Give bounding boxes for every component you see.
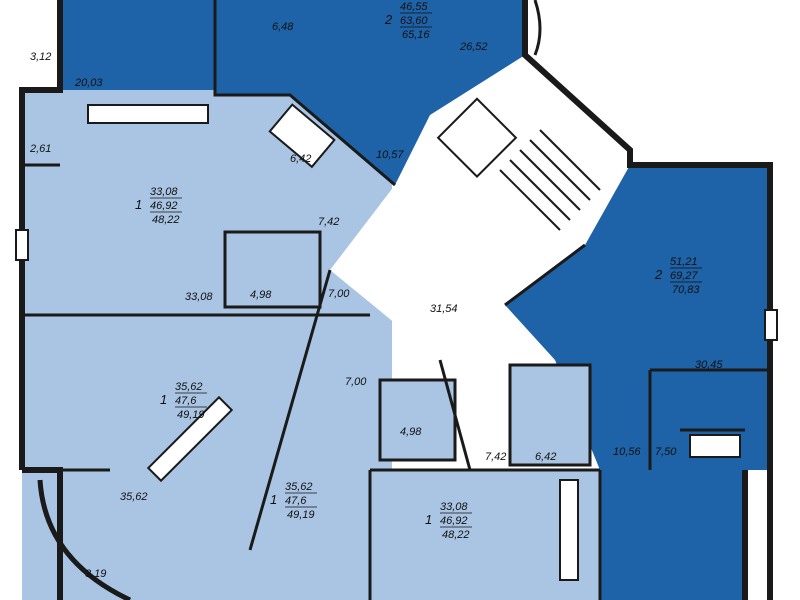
apartment-rooms: 1 xyxy=(160,392,167,407)
kitchen-counter-1 xyxy=(87,104,209,124)
room-area-label: 4,98 xyxy=(400,426,422,438)
bathroom-2 xyxy=(378,378,457,462)
apartment-area-with-balcony: 48,22 xyxy=(152,214,180,226)
interior-walls xyxy=(22,0,770,600)
room-area-label: 6,48 xyxy=(272,21,294,33)
apartment-top-left-corner xyxy=(60,0,230,90)
apartment-right xyxy=(505,165,770,600)
bay-window-curve xyxy=(37,479,132,600)
room-area-label: 31,54 xyxy=(430,303,458,315)
apartment-rooms: 2 xyxy=(384,12,393,27)
apartment-rooms: 1 xyxy=(270,492,277,507)
room-area-label: 7,00 xyxy=(328,288,350,300)
window-right xyxy=(764,309,778,341)
light-area-west xyxy=(22,90,392,600)
top-curve xyxy=(533,0,542,56)
room-area-label: 7,42 xyxy=(318,216,339,228)
apartment-area-with-balcony: 49,19 xyxy=(287,509,315,521)
stair-core xyxy=(330,55,630,360)
apartment-living-area: 35,62 xyxy=(175,381,203,393)
room-area-label: 4,98 xyxy=(250,289,272,301)
apartment-total-area: 47,6 xyxy=(175,395,197,407)
window-left xyxy=(15,229,29,261)
apartment-rooms: 1 xyxy=(425,512,432,527)
staircase xyxy=(436,97,601,231)
apartment-total-area: 63,60 xyxy=(400,15,428,27)
bathtub-top xyxy=(268,103,336,169)
apartment-top-center xyxy=(215,0,525,185)
apartment-total-area: 47,6 xyxy=(285,495,307,507)
bathtub-right xyxy=(689,434,741,458)
room-area-label: 7,50 xyxy=(655,446,677,458)
room-area-label: 3,19 xyxy=(85,568,106,580)
apartment-living-area: 51,21 xyxy=(670,256,698,268)
apartment-living-area: 33,08 xyxy=(440,501,468,513)
apartment-label-left-middle: 35,62 1 47,6 49,19 xyxy=(160,381,207,421)
room-area-label: 30,45 xyxy=(695,359,723,371)
kitchen-counter-3 xyxy=(559,479,579,581)
room-area-label: 6,42 xyxy=(535,451,556,463)
apartment-area-with-balcony: 65,16 xyxy=(402,29,430,41)
apartment-area-with-balcony: 70,83 xyxy=(672,284,700,296)
apartment-rooms: 2 xyxy=(654,267,663,282)
kitchen-counter-2 xyxy=(146,395,234,483)
apartment-rooms: 1 xyxy=(135,197,142,212)
apartment-living-area: 35,62 xyxy=(285,481,313,493)
apartment-area-with-balcony: 48,22 xyxy=(442,529,470,541)
room-area-label: 35,62 xyxy=(120,491,148,503)
apartment-label-bottom-right: 33,08 1 46,92 48,22 xyxy=(425,501,472,541)
room-area-label: 7,42 xyxy=(485,451,506,463)
room-area-label: 6,42 xyxy=(290,153,311,165)
apartment-total-area: 46,92 xyxy=(150,200,178,212)
apartment-label-bottom-center: 35,62 1 47,6 49,19 xyxy=(270,481,317,521)
apartment-area-with-balcony: 49,19 xyxy=(177,409,205,421)
bathroom-3 xyxy=(508,363,592,467)
bathroom-1 xyxy=(223,230,322,309)
apartment-living-area: 46,55 xyxy=(400,1,428,13)
room-area-label: 10,57 xyxy=(376,149,404,161)
apartment-labels: 46,55 2 63,60 65,16 33,08 1 46,92 48,22 51,21 2 69… xyxy=(135,1,702,541)
room-area-labels: 3,12 20,03 6,48 26,52 2,61 6,42 10,57 7,42 33,08… xyxy=(29,21,723,580)
room-area-label: 20,03 xyxy=(74,77,103,89)
room-area-label: 10,56 xyxy=(613,446,641,458)
apartment-label-top-center: 46,55 2 63,60 65,16 xyxy=(384,1,432,41)
apartment-label-top-left: 33,08 1 46,92 48,22 xyxy=(135,186,182,226)
room-area-label: 3,12 xyxy=(30,51,51,63)
apartment-living-area: 33,08 xyxy=(150,186,178,198)
apartment-total-area: 69,27 xyxy=(670,270,698,282)
outer-walls xyxy=(19,0,773,600)
light-area-south xyxy=(370,470,600,600)
room-area-label: 7,00 xyxy=(345,376,367,388)
apartment-total-area: 46,92 xyxy=(440,515,468,527)
room-area-label: 26,52 xyxy=(459,41,488,53)
room-area-label: 2,61 xyxy=(29,143,51,155)
room-area-label: 33,08 xyxy=(185,291,213,303)
apartment-label-right: 51,21 2 69,27 70,83 xyxy=(654,256,702,296)
